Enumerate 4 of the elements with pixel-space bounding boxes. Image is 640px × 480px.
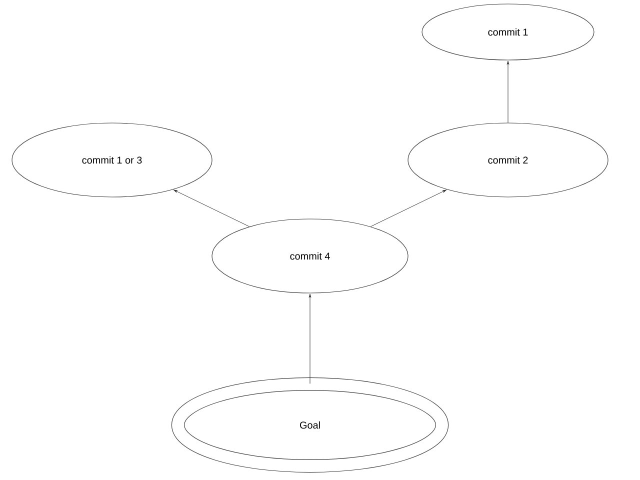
arrow	[174, 190, 250, 227]
arrow	[308, 294, 312, 384]
arrow	[506, 60, 510, 123]
arrow	[370, 190, 446, 227]
